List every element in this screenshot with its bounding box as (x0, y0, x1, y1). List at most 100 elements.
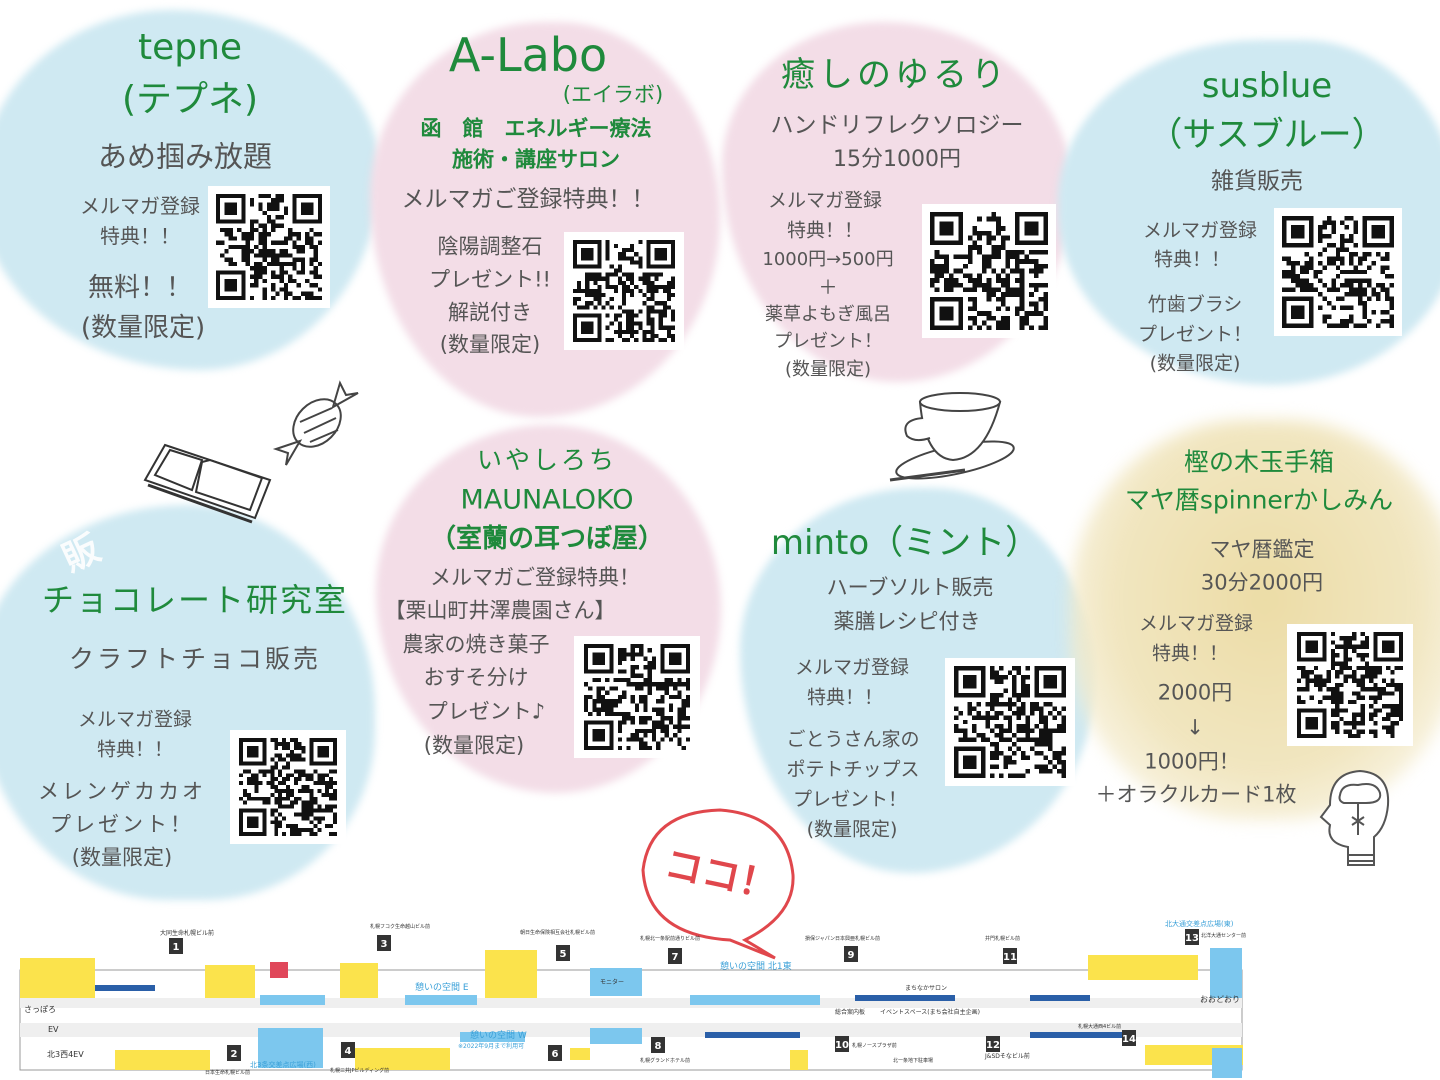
qr-code (1287, 624, 1413, 746)
benefit-line: 陰陽調整石 (437, 234, 543, 259)
benefit-line: メルマガご登録特典！！ (401, 186, 655, 213)
map-label: 総合案内板 (835, 1008, 865, 1016)
store-service: クラフトチョコ販売 (68, 644, 322, 674)
benefit-line: ＋オラクルカード1枚 (1095, 782, 1297, 807)
qr-code (564, 232, 684, 350)
map-restroom-area (270, 962, 288, 978)
exit-badge (651, 1037, 665, 1053)
store-service: ハーブソルト販売 (826, 575, 994, 600)
benefit-line: ごとうさん家の (786, 728, 920, 751)
benefit-line: ポテトチップス (786, 758, 920, 781)
ev-label: EV (48, 1025, 59, 1034)
qr-code (922, 204, 1056, 338)
underground-walkway-map: さっぽろ おおどおり EV 北3西4EV まちなかサロン モニター イベントスペ… (19, 919, 1246, 1078)
store-name: チョコレート研究室 (41, 581, 349, 619)
map-monitor-label: モニター (600, 978, 624, 986)
benefit-line: (数量限定) (439, 332, 541, 357)
exit-badge (844, 946, 858, 962)
exit-badge (986, 1036, 1000, 1052)
map-label: 札幌三井JPビルディング前 (330, 1067, 389, 1074)
benefit-line: 特典！！ (100, 224, 180, 248)
store-price: 30分2000円 (1200, 570, 1324, 595)
exit-number: 2 (231, 1049, 238, 1060)
map-label: 朝日生命保険相互会社札幌ビル前 (520, 929, 595, 936)
map-label: 井門札幌ビル前 (985, 935, 1020, 942)
store-service: ハンドリフレクソロジー (770, 112, 1024, 139)
map-label: J&SDそなビル前 (984, 1052, 1030, 1060)
lightbulb-head-icon (1319, 769, 1390, 866)
map-label: 札幌グランドホテル前 (640, 1057, 690, 1064)
benefit-line: 特典！！ (1151, 642, 1229, 665)
store-name: tepne (137, 27, 243, 68)
benefit-line: メルマガ登録 (77, 708, 193, 731)
store-name: A-Labo (448, 28, 608, 82)
benefit-line: おすそ分け (423, 665, 529, 690)
benefit-line: ↓ (1186, 715, 1204, 740)
coffee-cup-icon (889, 392, 1015, 482)
store-service: 施術・講座サロン (452, 147, 620, 172)
store-name-kana: (エイラボ) (562, 82, 664, 107)
store-name-sub: マヤ暦spinnerかしみん (1124, 485, 1394, 515)
exit-badge (548, 1045, 562, 1061)
map-label: 札幌ノースプラザ前 (852, 1042, 897, 1049)
store-service: マヤ暦鑑定 (1209, 537, 1315, 562)
exit-badge (1122, 1030, 1136, 1046)
alabo-background-blob (370, 22, 720, 417)
store-service: あめ掴み放題 (97, 139, 273, 174)
koko-callout-bubble: ココ！ (641, 808, 795, 960)
space-label: 憩いの空間 北1東 (720, 960, 792, 972)
map-label: 札幌大通西4ビル前 (1078, 1023, 1121, 1030)
benefit-line: 無料！！ (87, 273, 193, 303)
map-spaces (258, 948, 1242, 1078)
qr-code (208, 186, 330, 308)
benefit-line: 特典！！ (786, 219, 864, 242)
map-label: 大同生命札幌ビル前 (160, 929, 214, 937)
exit-badge (169, 938, 183, 954)
store-service: 雑貨販売 (1211, 168, 1303, 195)
store-name: minto（ミント） (770, 523, 1040, 563)
benefit-line: メルマガ登録 (794, 656, 910, 679)
benefit-line: メルマガ登録 (1138, 612, 1254, 635)
store-name: いやしろち (476, 445, 618, 475)
store-service: 薬膳レシピ付き (833, 609, 981, 634)
store-name: 癒しのゆるり (781, 55, 1009, 95)
station-label-odori: おおどおり (1200, 995, 1240, 1004)
ev-name: 北3西4EV (47, 1050, 84, 1059)
benefit-line: 特典！！ (1153, 248, 1231, 271)
exit-number: 4 (345, 1046, 352, 1057)
benefit-line: 薬草よもぎ風呂 (765, 304, 891, 325)
space-note: ※2022年9月まで利用可 (458, 1042, 524, 1050)
benefit-line: 特典！！ (806, 686, 884, 709)
benefit-line: メルマガ登録 (1142, 219, 1258, 242)
benefit-line: メルマガ登録 (80, 194, 200, 218)
exit-badge (835, 1036, 849, 1052)
building-labels: 日本生命札幌ビル前 札幌フコク生命越山ビル前 札幌三井JPビルディング前 朝日生… (205, 923, 1246, 1076)
station-label-sapporo: さっぽろ (24, 1005, 56, 1014)
exit-badge (556, 945, 570, 961)
space-label: 憩いの空間 W (470, 1029, 527, 1041)
exit-badge (1003, 948, 1017, 964)
benefit-line: メルマガご登録特典！ (430, 565, 640, 590)
benefit-line: プレゼント！ (792, 788, 908, 811)
store-name-sub: （室蘭の耳つぼ屋） (429, 524, 665, 554)
exit-number: 5 (560, 949, 567, 960)
benefit-line: 1000円→500円 (762, 249, 894, 270)
exit-number: 8 (655, 1041, 662, 1052)
benefit-line: プレゼント！ (50, 812, 194, 837)
benefit-line: メルマガ登録 (767, 189, 883, 212)
store-name: susblue (1201, 66, 1333, 106)
benefit-line: 【栗山町井澤農園さん】 (384, 598, 616, 623)
exit-number: 12 (986, 1040, 1000, 1051)
map-label: イベントスペース(まち会社自主企画) (880, 1008, 980, 1016)
exit-number: 7 (672, 952, 679, 963)
map-salons (95, 985, 1125, 1038)
benefit-line: (数量限定) (423, 733, 525, 758)
exit-badge (377, 935, 391, 951)
benefit-line: プレゼント！ (774, 331, 882, 352)
store-name-sub: MAUNALOKO (460, 484, 634, 516)
plaza-label: 北3条交差点広場(西) (250, 1060, 316, 1069)
benefit-line: 農家の焼き菓子 (402, 632, 550, 657)
exit-number: 9 (848, 950, 855, 961)
space-label: 憩いの空間 E (415, 981, 469, 993)
